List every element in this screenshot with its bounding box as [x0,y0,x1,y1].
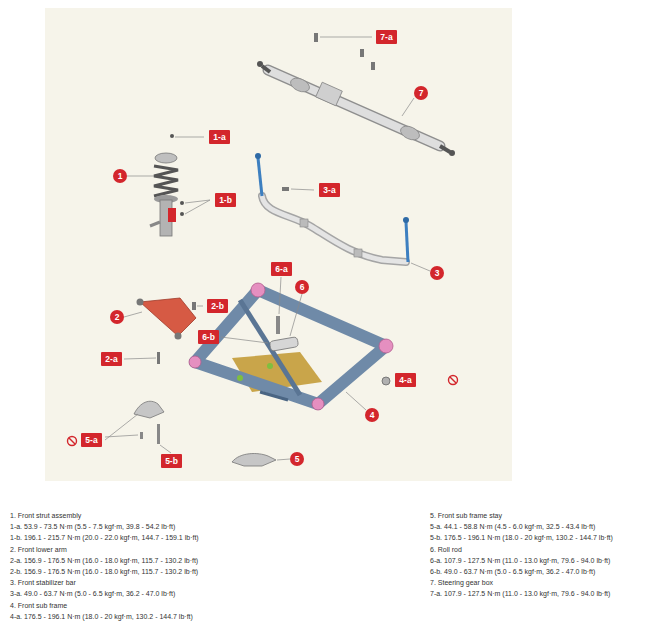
front-sub-frame [189,283,393,410]
callout-circle: 7 [414,86,428,100]
front-strut [150,134,184,236]
callout-box: 1-b [215,193,236,207]
illustration-panel [45,8,512,481]
callout-box: 6-a [271,262,292,276]
callout-box: 2-b [207,299,228,313]
callout-box: 7-a [376,30,397,44]
callout-number: 6-b [202,333,215,342]
callout-number: 6-a [275,265,287,274]
callout-number: 2-b [211,302,224,311]
torque-spec: 1-a. 53.9 - 73.5 N·m (5.5 - 7.5 kgf·m, 3… [10,523,175,531]
torque-spec: 2-b. 156.9 - 176.5 N·m (16.0 - 18.0 kgf·… [10,568,198,576]
part-name: 5. Front sub frame stay [430,512,502,520]
callout-number: 7 [419,89,424,98]
callout-box: 1-a [209,130,230,144]
callout-number: 3 [435,269,440,278]
callout-box: 2-a [101,352,122,366]
torque-spec: 4-a. 176.5 - 196.1 N·m (18.0 - 20 kgf·m,… [10,613,193,621]
steering-gear-box [257,61,455,156]
callout-box: 4-a [395,373,416,387]
front-lower-arm [137,298,197,364]
callout-number: 2 [115,313,120,322]
callout-circle: 1 [113,169,127,183]
part-name: 2. Front lower arm [10,546,67,554]
callout-number: 5-b [165,457,178,466]
torque-spec: 5-a. 44.1 - 58.8 N·m (4.5 - 6.0 kgf·m, 3… [430,523,595,531]
callout-number: 1-b [219,196,232,205]
callout-circle: 2 [110,310,124,324]
callout-number: 6 [300,283,305,292]
bolt [314,33,375,70]
callout-number: 2-a [105,355,117,364]
callout-number: 1-a [213,133,225,142]
part-name: 4. Front sub frame [10,602,67,610]
bracket [134,401,164,444]
callout-box: 3-a [319,183,340,197]
stabilizer-bar [255,153,409,262]
callout-number: 4-a [399,376,411,385]
callout-number: 1 [118,172,123,181]
torque-spec: 7-a. 107.9 - 127.5 N·m (11.0 - 13.0 kgf·… [430,590,610,598]
callout-number: 5 [295,455,300,464]
callout-box: 5-a [81,433,102,447]
callout-number: 7-a [380,33,392,42]
callout-circle: 4 [365,408,379,422]
nut [382,377,390,385]
part-name: 6. Roll rod [430,546,462,554]
callout-number: 5-a [85,436,97,445]
callout-circle: 6 [295,280,309,294]
torque-spec: 1-b. 196.1 - 215.7 N·m (20.0 - 22.0 kgf·… [10,534,199,542]
callout-number: 4 [370,411,375,420]
part-name: 7. Steering gear box [430,579,493,587]
callout-box: 5-b [161,454,182,468]
callout-circle: 3 [430,266,444,280]
callout-box: 6-b [198,330,219,344]
front-sub-frame-stay [232,454,276,466]
part-name: 3. Front stabilizer bar [10,579,76,587]
callout-number: 3-a [323,186,335,195]
leader-line [105,37,430,460]
torque-spec: 5-b. 176.5 - 196.1 N·m (18.0 - 20 kgf·m,… [430,534,613,542]
part-name: 1. Front strut assembly [10,512,81,520]
torque-spec: 6-b. 49.0 - 63.7 N·m (5.0 - 6.5 kgf·m, 3… [430,568,595,576]
torque-spec: 6-a. 107.9 - 127.5 N·m (11.0 - 13.0 kgf·… [430,557,610,565]
torque-spec: 2-a. 156.9 - 176.5 N·m (16.0 - 18.0 kgf·… [10,557,198,565]
torque-spec: 3-a. 49.0 - 63.7 N·m (5.0 - 6.5 kgf·m, 3… [10,590,175,598]
callout-circle: 5 [290,452,304,466]
